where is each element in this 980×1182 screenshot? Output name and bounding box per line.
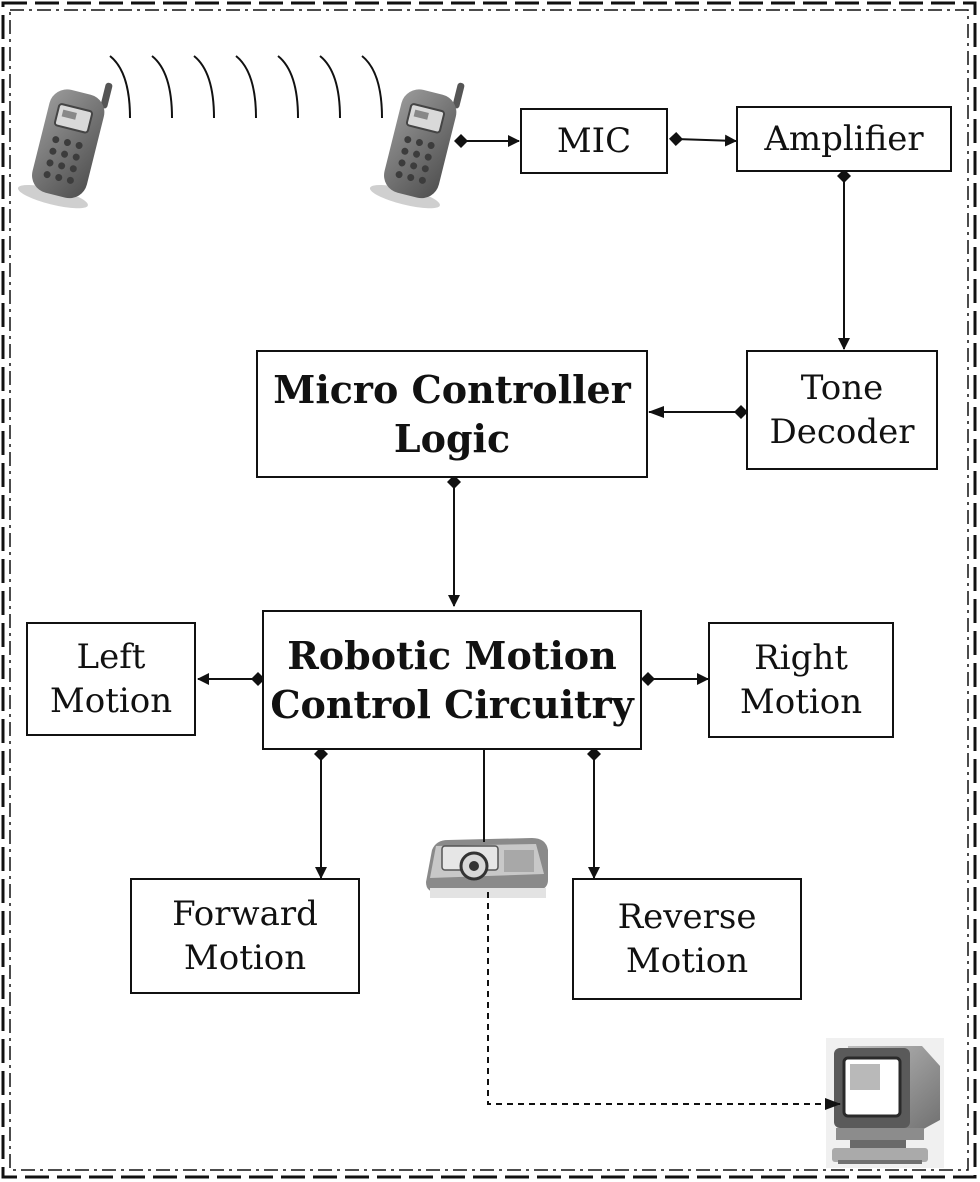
tone-decoder-label-line-2: Decoder xyxy=(769,412,915,452)
tone-decoder-label-line-1: Tone xyxy=(800,367,884,408)
receiver-phone-icon xyxy=(369,82,465,209)
robotic-motion-label-line-1: Robotic Motion xyxy=(287,632,617,678)
left-motion-label-line-2: Motion xyxy=(49,681,173,721)
monitor-icon xyxy=(826,1038,944,1168)
micro-controller-block: Micro Controller Logic xyxy=(256,350,648,478)
forward-motion-label-line-2: Motion xyxy=(183,938,307,978)
left-motion-label-line-1: Left xyxy=(76,636,146,677)
camera-icon xyxy=(426,838,548,898)
reverse-motion-block: Reverse Motion xyxy=(572,878,802,1000)
robotic-motion-label-line-2: Control Circuitry xyxy=(270,682,634,727)
tone-decoder-block: Tone Decoder xyxy=(746,350,938,470)
robotic-motion-control-block: Robotic Motion Control Circuitry xyxy=(262,610,642,750)
right-motion-label-line-1: Right xyxy=(754,637,848,678)
forward-motion-block: Forward Motion xyxy=(130,878,360,994)
signal-waves xyxy=(109,55,383,119)
right-motion-block: Right Motion xyxy=(708,622,894,738)
right-motion-label-line-2: Motion xyxy=(739,682,863,722)
connectors xyxy=(197,132,851,1110)
mic-to-amplifier-arrow xyxy=(669,132,737,147)
reverse-motion-label-line-2: Motion xyxy=(625,941,749,981)
amplifier-label: Amplifier xyxy=(764,118,924,159)
mic-block: MIC xyxy=(520,108,668,174)
reverse-motion-label-line-1: Reverse xyxy=(617,896,757,937)
camera-to-monitor-dashed-arrow xyxy=(487,892,841,1110)
micro-controller-label-line-2: Logic xyxy=(393,416,511,461)
transmitter-phone-icon xyxy=(17,82,113,209)
micro-controller-label-line-1: Micro Controller xyxy=(273,366,631,412)
mic-label: MIC xyxy=(556,120,632,161)
amplifier-block: Amplifier xyxy=(736,106,952,172)
forward-motion-label-line-1: Forward xyxy=(172,893,318,934)
left-motion-block: Left Motion xyxy=(26,622,196,736)
